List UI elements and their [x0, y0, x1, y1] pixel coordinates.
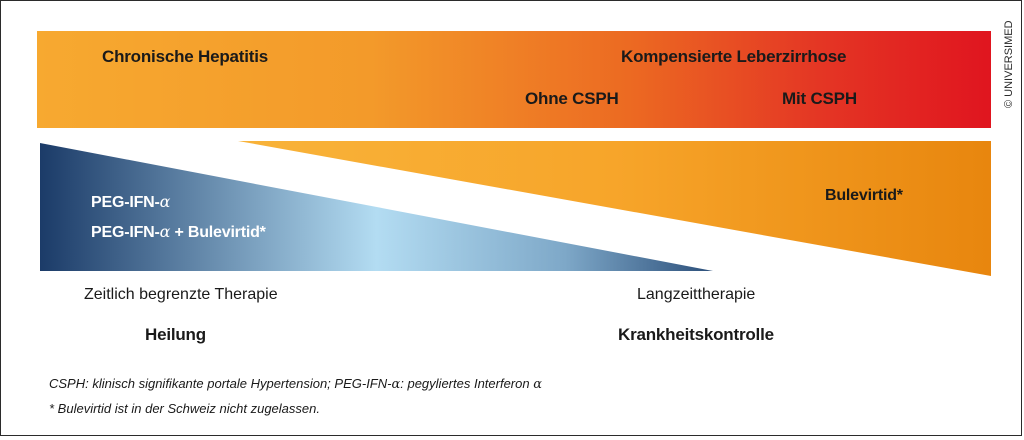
label-heilung: Heilung [145, 325, 206, 344]
disease-stage-banner [37, 31, 991, 128]
alpha-symbol: α [391, 377, 401, 392]
copyright-universimed: © UNIVERSIMED [1003, 20, 1015, 108]
label-mit-csph: Mit CSPH [782, 89, 857, 108]
footnote-bulevirtid: * Bulevirtid ist in der Schweiz nicht zu… [49, 401, 320, 416]
label-chronische-hepatitis: Chronische Hepatitis [102, 47, 269, 66]
label-peg-ifn-alpha-bulevirtid: PEG-IFN-α + Bulevirtid* [91, 222, 266, 241]
alpha-symbol: α [159, 192, 171, 211]
label-bulevirtid: Bulevirtid* [825, 187, 903, 204]
label-krankheitskontrolle: Krankheitskontrolle [618, 325, 774, 344]
label-zeitlich-begrenzte-therapie: Zeitlich begrenzte Therapie [84, 286, 278, 303]
label-langzeittherapie: Langzeittherapie [637, 286, 756, 303]
label-kompensierte-leberzirrhose: Kompensierte Leberzirrhose [621, 47, 847, 66]
long-term-therapy-wedge [238, 141, 991, 276]
label-ohne-csph: Ohne CSPH [525, 89, 619, 108]
alpha-symbol: α [159, 222, 171, 241]
alpha-symbol: α [533, 377, 542, 392]
footnote-csph: CSPH: klinisch signifikante portale Hype… [49, 376, 542, 392]
time-limited-therapy-wedge [40, 143, 713, 271]
label-peg-ifn-alpha: PEG-IFN-α [91, 192, 171, 211]
